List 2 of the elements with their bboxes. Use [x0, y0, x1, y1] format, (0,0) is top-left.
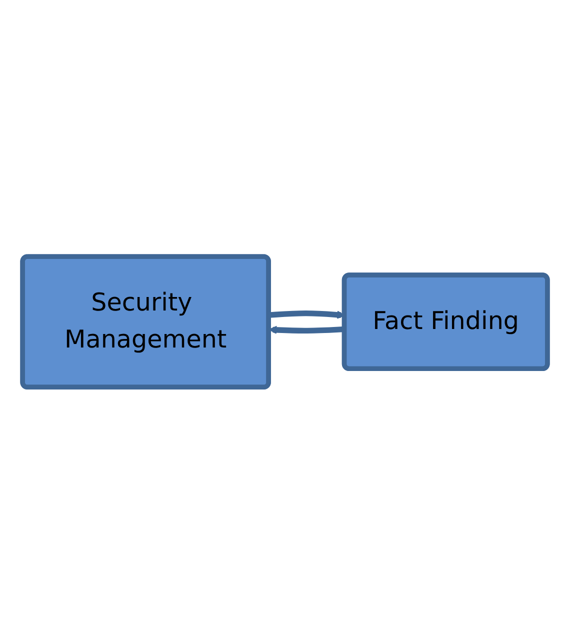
process-box: Security Management: [20, 254, 270, 390]
process-box: Fact Finding: [341, 272, 550, 372]
